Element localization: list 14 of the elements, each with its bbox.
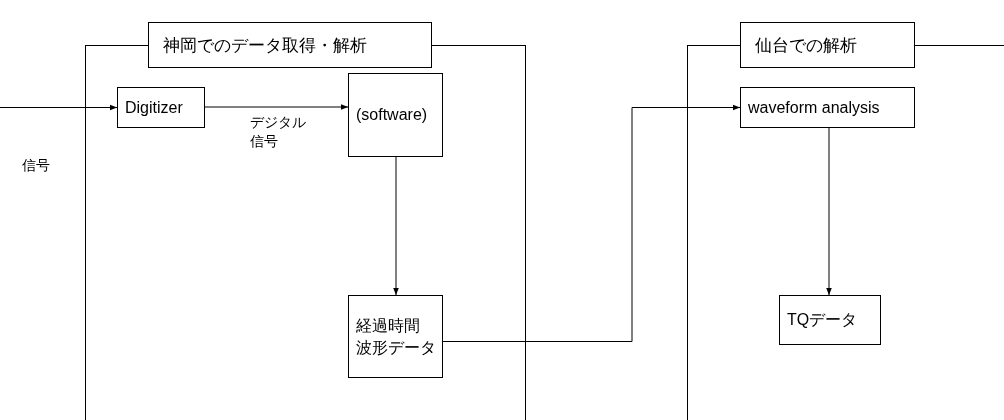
arrow bbox=[442, 104, 741, 342]
process-box: Digitizer bbox=[117, 87, 205, 128]
process-box: TQデータ bbox=[779, 295, 881, 345]
arrow bbox=[204, 104, 349, 110]
frame-title: 神岡でのデータ取得・解析 bbox=[148, 22, 432, 68]
frame-title: 仙台での解析 bbox=[740, 22, 915, 68]
process-box: 経過時間 波形データ bbox=[348, 295, 443, 378]
arrow bbox=[0, 104, 118, 111]
edge-label: 信号 bbox=[22, 156, 50, 175]
process-box: (software) bbox=[348, 73, 443, 157]
edge-label: デジタル信号 bbox=[250, 113, 308, 151]
arrow bbox=[393, 156, 399, 296]
arrow bbox=[826, 127, 832, 296]
process-box: waveform analysis bbox=[740, 87, 915, 128]
